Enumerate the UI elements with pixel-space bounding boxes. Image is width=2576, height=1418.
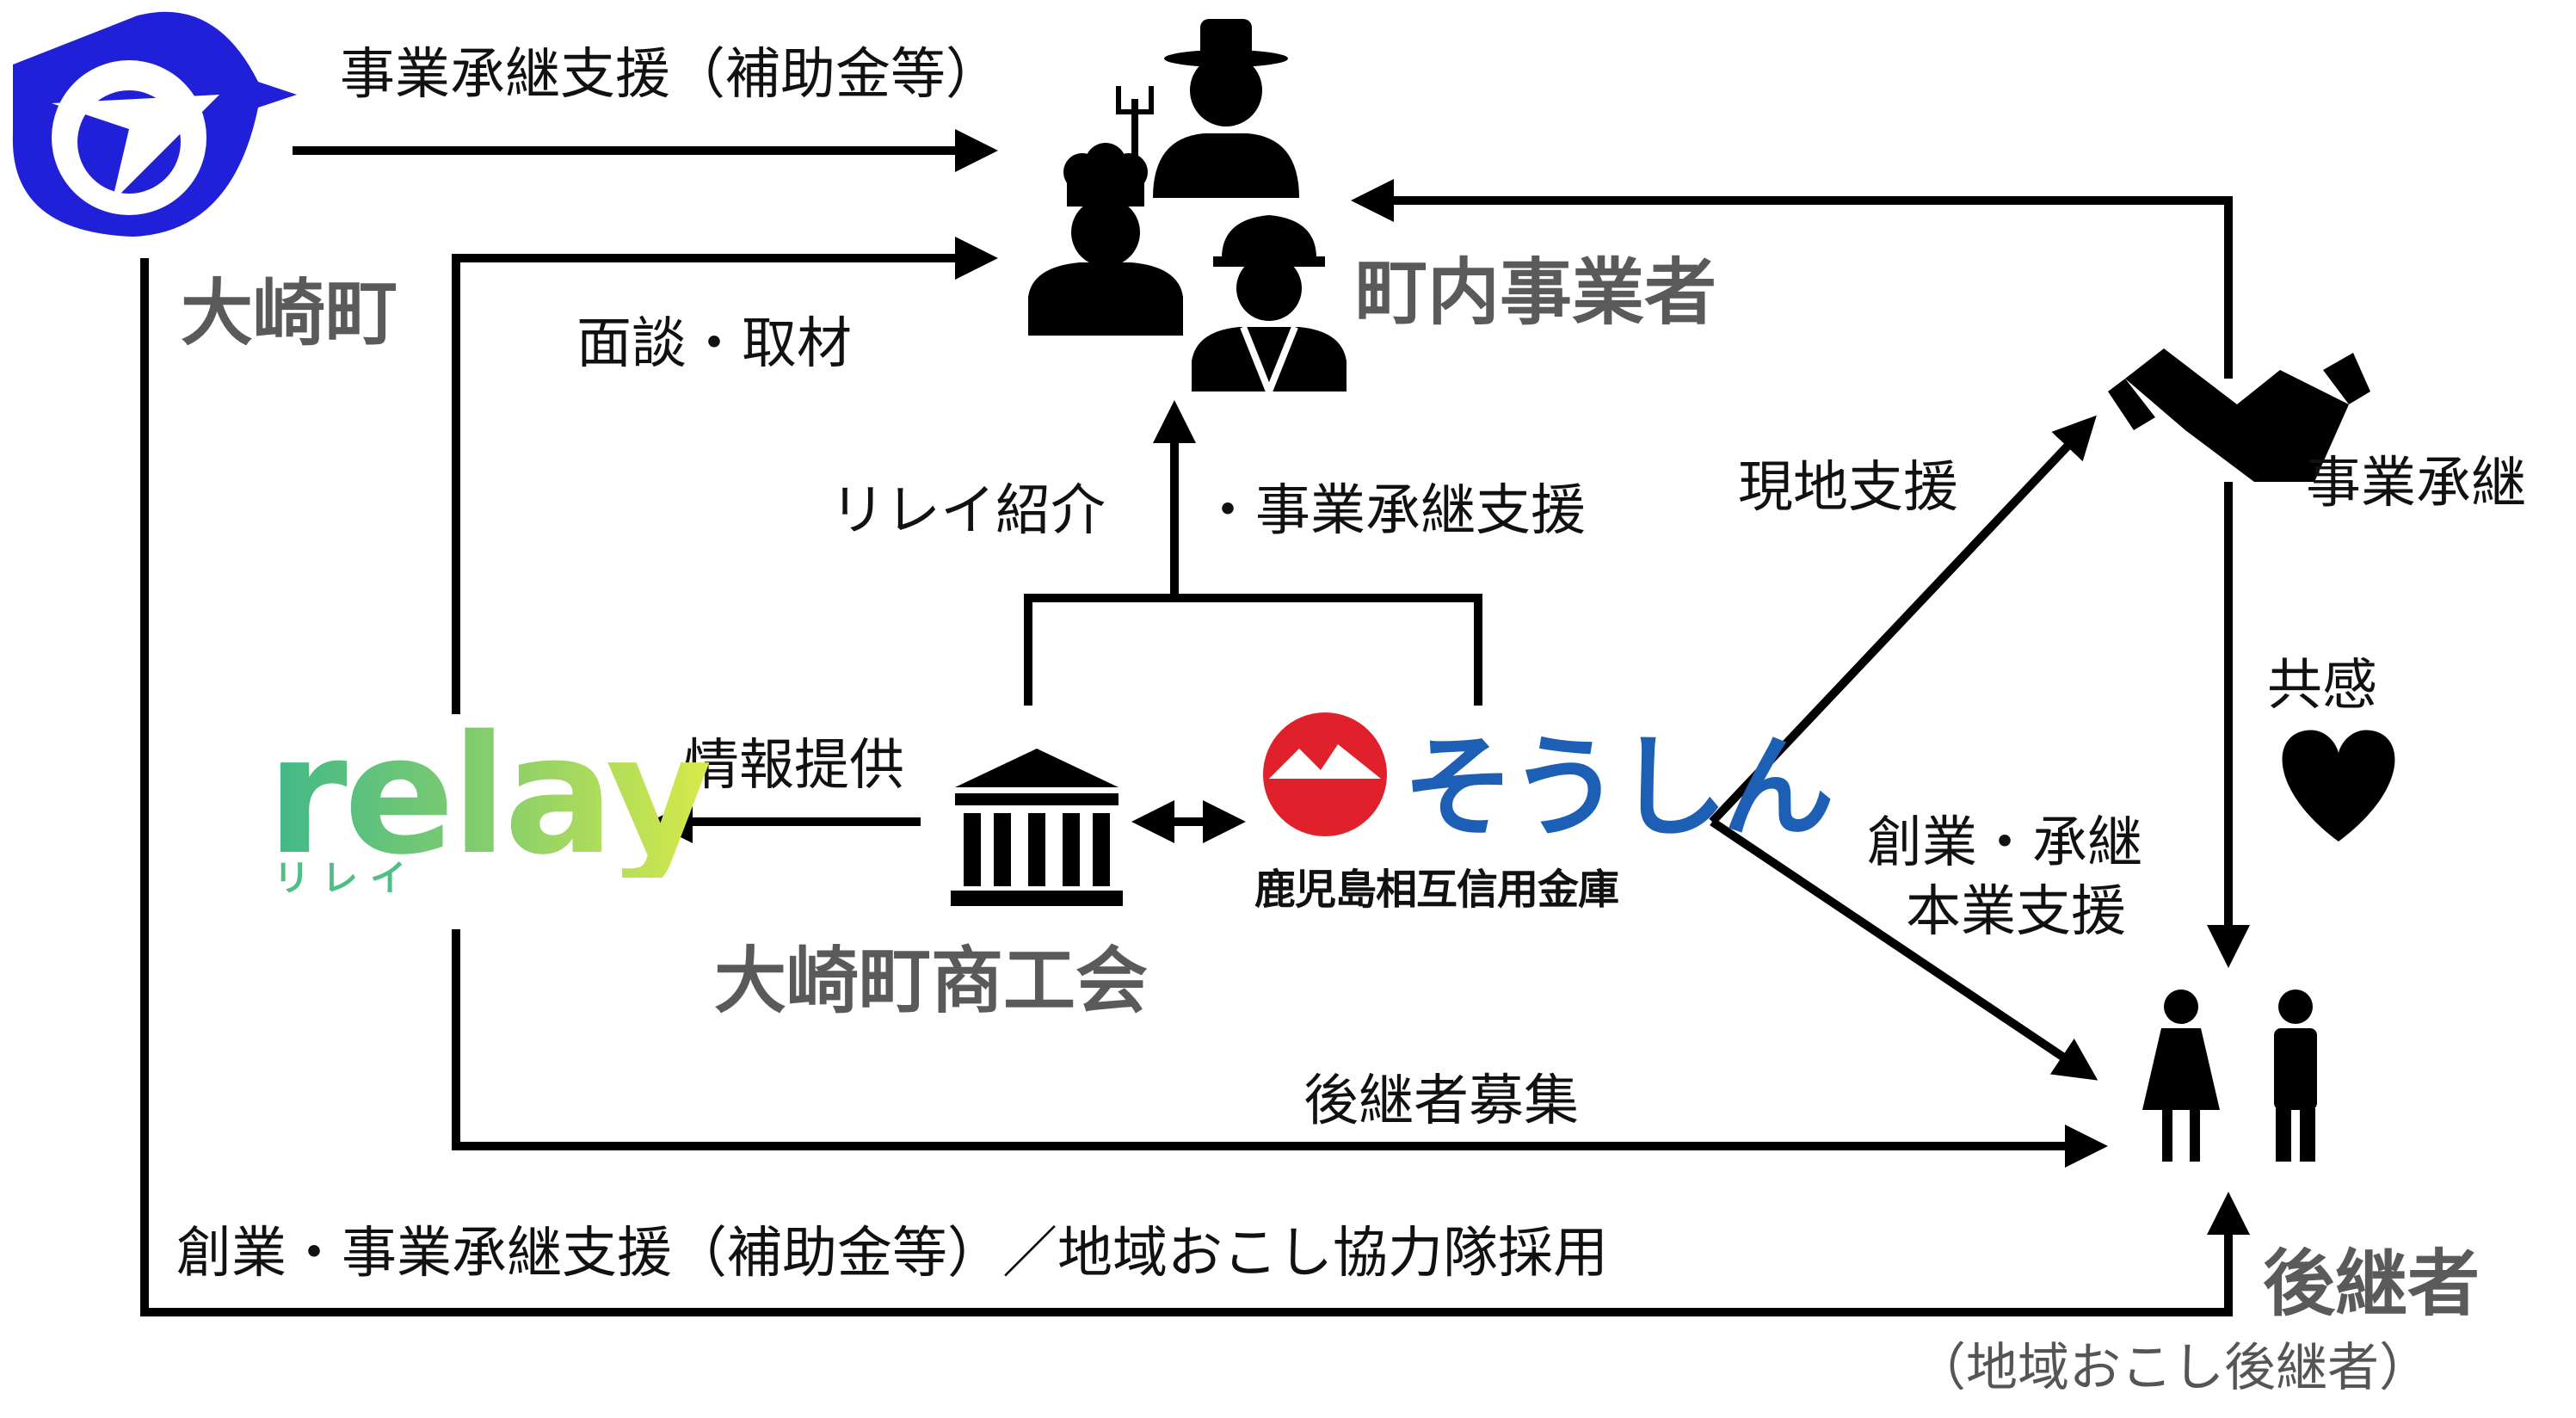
farmer-icon [1116,19,1299,198]
node-chamber: 大崎町商工会 [714,939,1149,1023]
woman-icon [2142,990,2220,1162]
label-recruit: 後継者募集 [1303,1070,1579,1133]
soshin-name: そうしん [1402,722,1834,853]
node-successor-note: （地域おこし後継者） [1914,1338,2431,1398]
relay-logo: relay [267,700,712,891]
soshin-bank-name: 鹿児島相互信用金庫 [1254,866,1619,914]
construction-worker-icon [1192,215,1347,401]
label-town-to-successor: 創業・事業承継支援（補助金等）／地域おこし協力隊採用 [176,1222,1608,1285]
label-local-support: 現地支援 [1738,456,1958,520]
chamber-building-icon [951,749,1123,906]
label-startup-support-1: 創業・承継 [1867,811,2142,875]
town-emblem-icon [12,11,297,237]
arrow-startup-support [1710,817,2098,1081]
label-succession-support: ・事業承継支援 [1200,479,1586,543]
man-icon [2274,990,2317,1162]
soshin-mountain-icon [1263,712,1387,836]
arrow-local-support [1709,415,2097,825]
node-local-businesses: 町内事業者 [1355,250,1717,335]
node-empathy: 共感 [2267,654,2377,718]
heart-icon [2282,730,2395,842]
bracket-chamber-soshin [1024,594,1482,706]
node-successor: 後継者 [2263,1242,2480,1326]
arrow-interview [452,237,998,714]
label-startup-support-2: 本業支援 [1906,880,2126,944]
arrow-recruit [452,929,2108,1168]
label-info-provide: 情報提供 [684,734,904,798]
node-osaki-town: 大崎町 [181,271,398,355]
arrow-succession-to-business [1351,179,2233,379]
label-town-to-business: 事業承継支援（補助金等） [340,43,1001,107]
node-business-succession: 事業承継 [2306,452,2526,515]
arrow-town-to-successor [140,258,2250,1316]
relay-kana: リレイ [274,857,419,899]
chef-icon [1028,143,1183,336]
label-relay-intro: リレイ紹介 [830,479,1106,543]
label-interview: 面談・取材 [576,312,852,376]
handshake-icon [2108,348,2370,482]
